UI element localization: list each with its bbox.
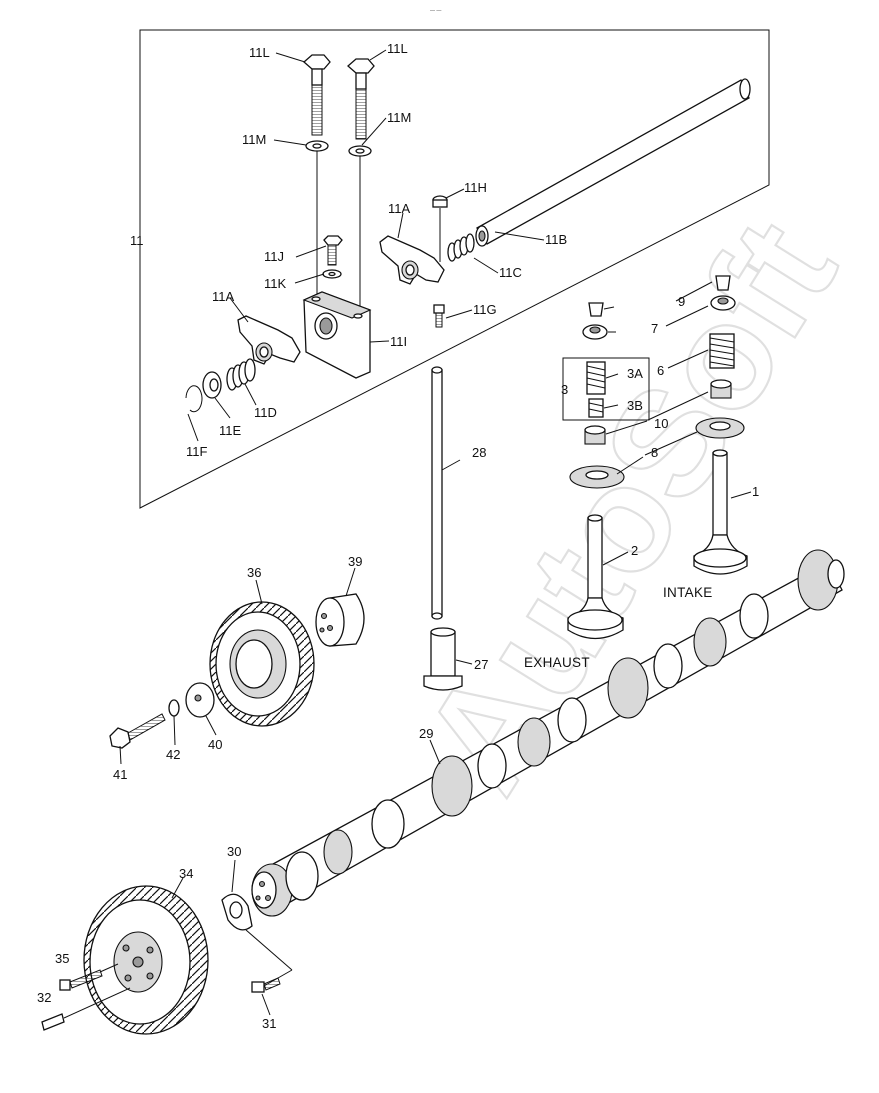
bolt-35 <box>59 969 103 991</box>
label-11m-right: 11M <box>387 110 411 125</box>
retainer-7-left <box>582 324 608 340</box>
label-32: 32 <box>37 990 51 1005</box>
washer-42 <box>168 699 180 717</box>
valve-spring-6 <box>709 333 735 369</box>
label-11l-left: 11L <box>249 45 270 60</box>
label-39: 39 <box>348 554 362 569</box>
label-35: 35 <box>55 951 69 966</box>
valve-seal-10-left <box>584 425 606 445</box>
label-11l-right: 11L <box>387 41 408 56</box>
valve-2-exhaust <box>567 514 624 640</box>
label-3b: 3B <box>627 398 643 413</box>
spring-seat-8-left <box>569 465 625 489</box>
spring-11d <box>226 358 256 391</box>
valve-keeper-9-right <box>715 275 731 291</box>
idler-gear-36 <box>209 601 315 727</box>
label-11i: 11I <box>390 334 407 349</box>
caption-exhaust: EXHAUST <box>524 655 590 670</box>
thrust-plate-40 <box>185 682 215 718</box>
label-11d: 11D <box>254 405 277 420</box>
gear-hub-39 <box>315 593 365 647</box>
label-29: 29 <box>419 726 433 741</box>
valve-spring-3-group <box>562 357 650 421</box>
bolt-11l-right <box>347 58 375 140</box>
label-11j: 11J <box>264 249 284 264</box>
valve-keeper-9-left <box>588 302 604 317</box>
bracket-11i <box>302 291 372 379</box>
label-11g: 11G <box>473 302 497 317</box>
caption-intake: INTAKE <box>663 585 713 600</box>
label-11e: 11E <box>219 423 241 438</box>
svg-text:AutoSoft: AutoSoft <box>389 193 867 819</box>
bolt-11l-left <box>303 54 331 136</box>
spring-11c <box>447 233 475 262</box>
circlip-11f <box>185 385 203 413</box>
rocker-arm-11a-right <box>379 235 445 285</box>
valve-seal-10-right <box>710 379 732 399</box>
label-1: 1 <box>752 484 759 499</box>
label-11b: 11B <box>545 232 567 247</box>
label-3: 3 <box>561 382 568 397</box>
leader-lines-valves <box>602 281 752 566</box>
label-41: 41 <box>113 767 127 782</box>
retainer-7-right <box>710 295 736 311</box>
label-6: 6 <box>657 363 664 378</box>
rocker-shaft-11b <box>475 78 751 247</box>
label-3a: 3A <box>627 366 643 381</box>
label-27: 27 <box>474 657 488 672</box>
part-labels: 11 11L 11L 11M 11M 11H 11A 11B 11J 11C 1… <box>37 41 759 1031</box>
label-34: 34 <box>179 866 193 881</box>
label-11: 11 <box>130 233 144 248</box>
label-30: 30 <box>227 844 241 859</box>
label-11k: 11K <box>264 276 286 291</box>
label-11a-right: 11A <box>388 201 410 216</box>
spring-seat-8-right <box>695 417 745 439</box>
label-11a-left: 11A <box>212 289 234 304</box>
label-11m-left: 11M <box>242 132 266 147</box>
header-mark: — — <box>430 8 441 14</box>
dowel-pin-32 <box>41 1013 65 1031</box>
label-8: 8 <box>651 445 658 460</box>
label-11h: 11H <box>464 180 487 195</box>
label-11c: 11C <box>499 265 522 280</box>
bolt-31 <box>251 977 281 993</box>
tappet-27 <box>423 627 463 691</box>
label-10: 10 <box>654 416 668 431</box>
bolt-41 <box>109 713 166 749</box>
label-28: 28 <box>472 445 486 460</box>
bolt-11j <box>323 235 343 266</box>
washer-11m-left <box>305 140 329 152</box>
label-36: 36 <box>247 565 261 580</box>
washer-11m-right <box>348 145 372 157</box>
washer-11k <box>322 269 342 279</box>
pushrod-28 <box>431 366 443 620</box>
label-2: 2 <box>631 543 638 558</box>
gasket-30 <box>221 893 253 931</box>
label-11f: 11F <box>186 444 207 459</box>
washer-11e <box>202 371 222 399</box>
screw-11g <box>433 304 445 328</box>
rocker-assembly-frame <box>139 29 770 509</box>
camshaft-29 <box>251 549 845 917</box>
watermark: AutoSoft <box>388 192 868 820</box>
valve-1-intake <box>693 449 748 575</box>
plug-11h <box>432 195 448 208</box>
leader-lines-rocker <box>187 49 545 442</box>
camshaft-gear-34 <box>83 885 209 1035</box>
label-9: 9 <box>678 294 685 309</box>
label-42: 42 <box>166 747 180 762</box>
label-7: 7 <box>651 321 658 336</box>
rocker-arm-11a-left <box>237 315 301 365</box>
label-31: 31 <box>262 1016 276 1031</box>
label-40: 40 <box>208 737 222 752</box>
